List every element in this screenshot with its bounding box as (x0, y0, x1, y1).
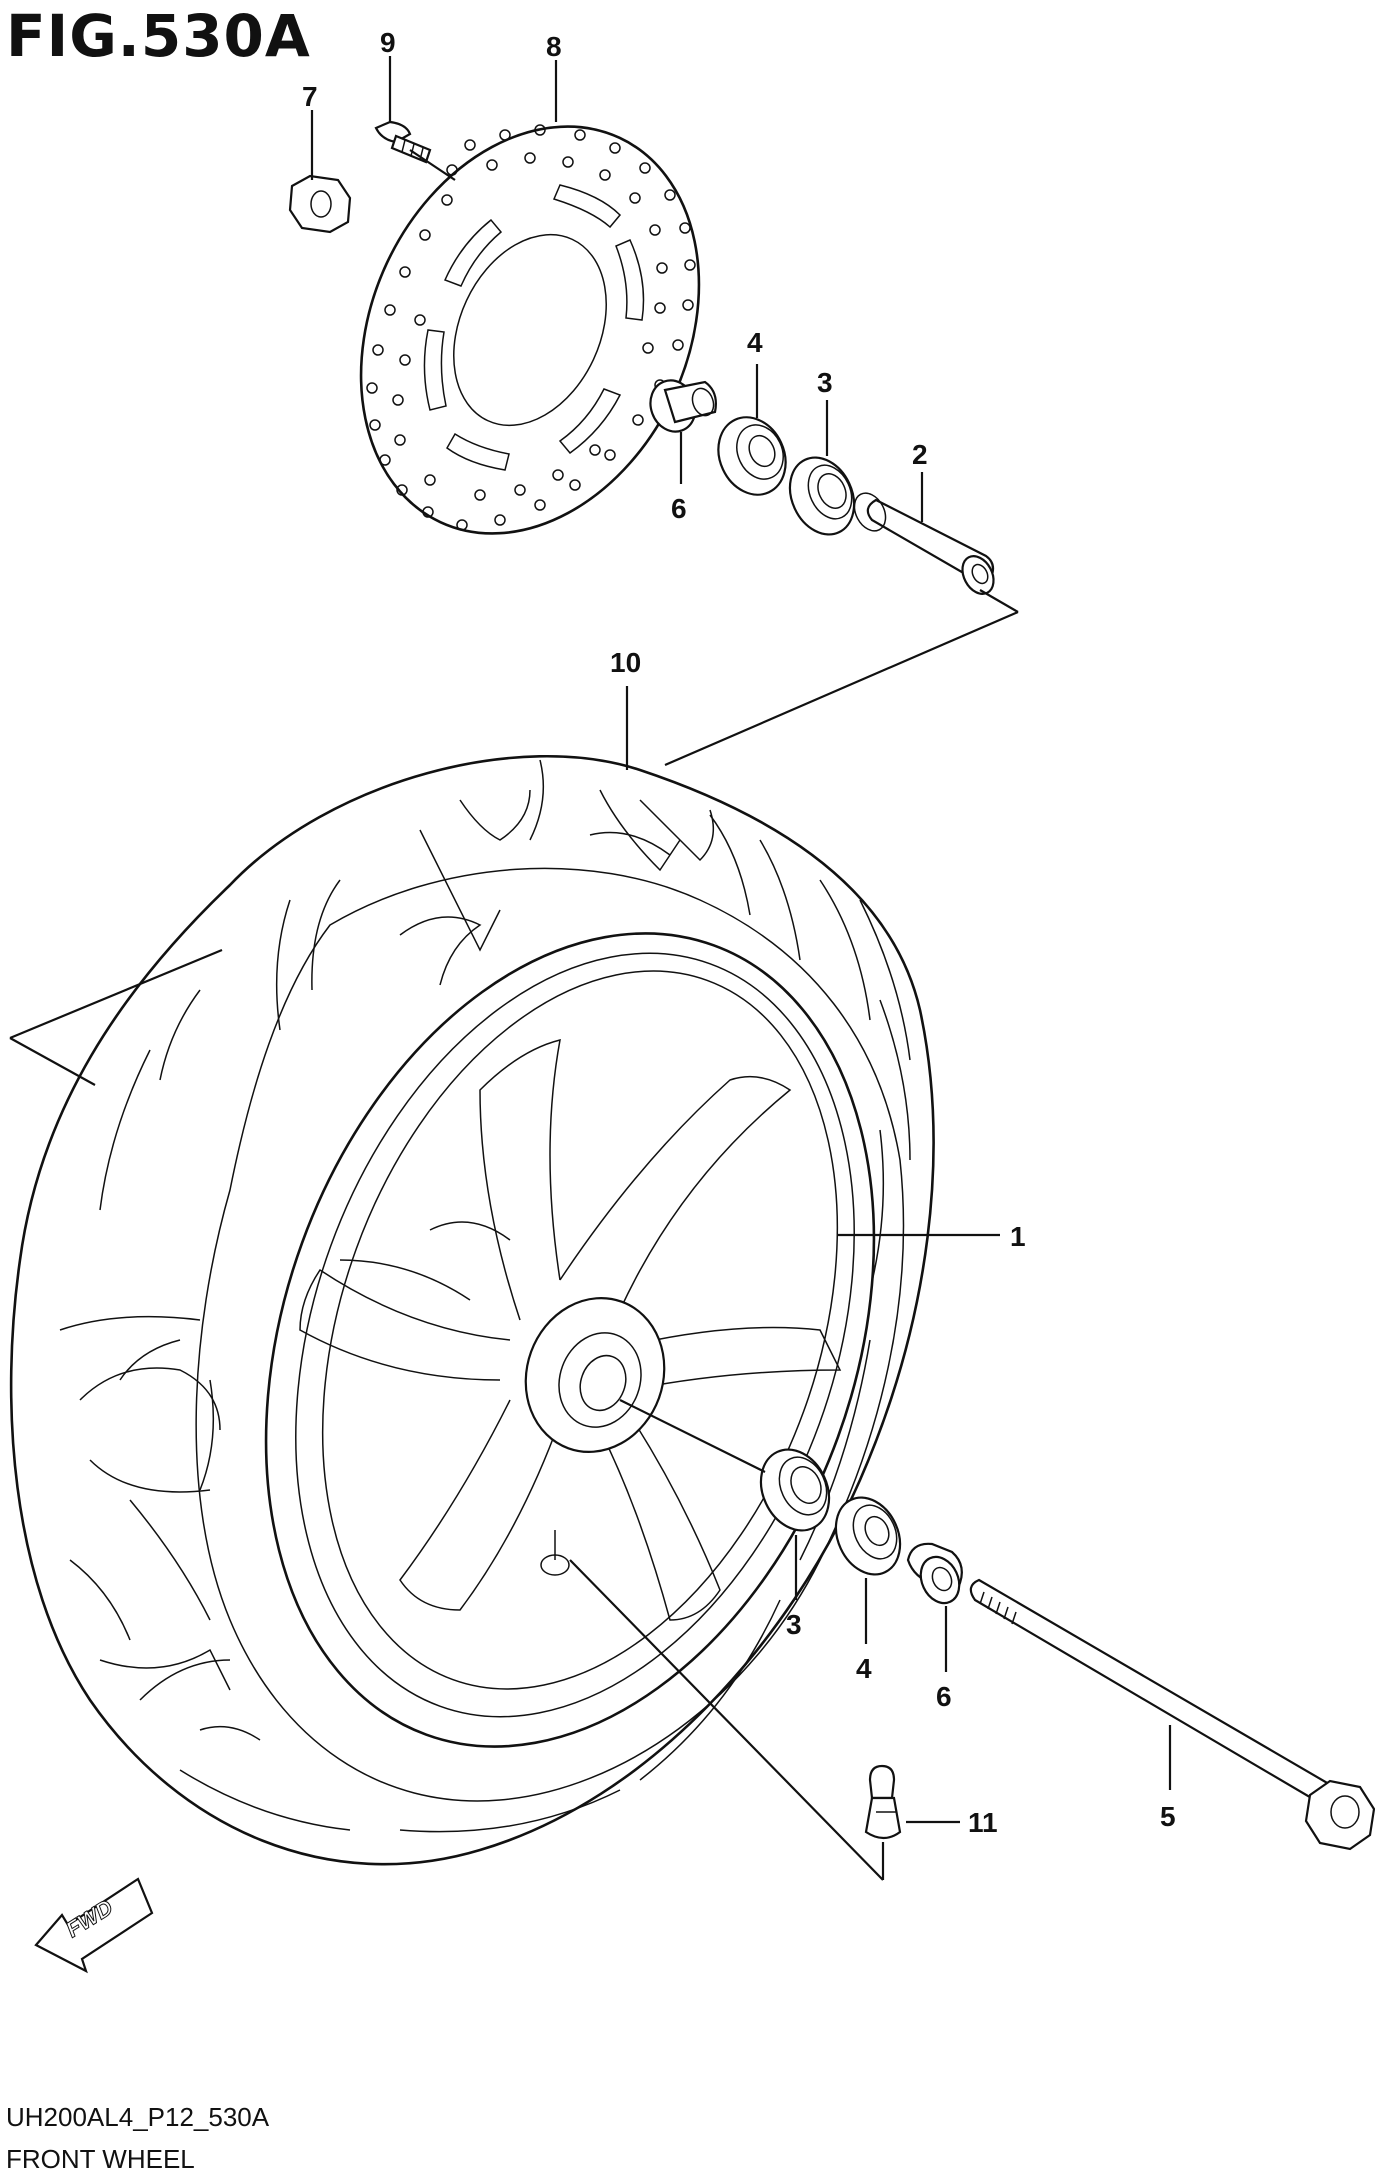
callout-1: 1 (1010, 1221, 1026, 1252)
wheel-rim (264, 932, 876, 1748)
fwd-arrow-icon: FWD (34, 1877, 154, 1974)
wheel-spacer (853, 492, 995, 595)
callout-11: 11 (968, 1807, 998, 1838)
disc-nut (288, 174, 352, 234)
callout-7: 7 (302, 81, 318, 112)
bearing-top (717, 416, 787, 496)
callout-4-top: 4 (747, 327, 763, 358)
brake-disc (359, 124, 701, 535)
figure-code: UH200AL4_P12_530A (6, 2102, 270, 2132)
bearing-bottom (834, 1496, 902, 1576)
collar-bottom (906, 1542, 963, 1605)
callout-3-top: 3 (817, 367, 833, 398)
callout-labels: 7 9 8 4 3 2 6 10 1 3 4 6 5 11 (302, 27, 1176, 1838)
figure-title: FIG.530A (6, 2, 311, 70)
callout-8: 8 (546, 31, 562, 62)
callout-9: 9 (380, 27, 396, 58)
callout-3-bottom: 3 (786, 1609, 802, 1640)
callout-6-top: 6 (671, 493, 687, 524)
callout-10: 10 (610, 647, 641, 678)
callout-6-bottom: 6 (936, 1681, 952, 1712)
figure-name: FRONT WHEEL (6, 2144, 195, 2174)
oil-seal-top (788, 456, 856, 536)
disc-bolt (374, 120, 432, 164)
front-axle (969, 1578, 1375, 1851)
callout-2: 2 (912, 439, 928, 470)
oil-seal-bottom (759, 1448, 831, 1532)
callout-5: 5 (1160, 1801, 1176, 1832)
collar-top (649, 379, 717, 433)
leader-lines (9, 56, 1172, 1881)
callout-4-bottom: 4 (856, 1653, 872, 1684)
tire-valve (864, 1764, 902, 1840)
